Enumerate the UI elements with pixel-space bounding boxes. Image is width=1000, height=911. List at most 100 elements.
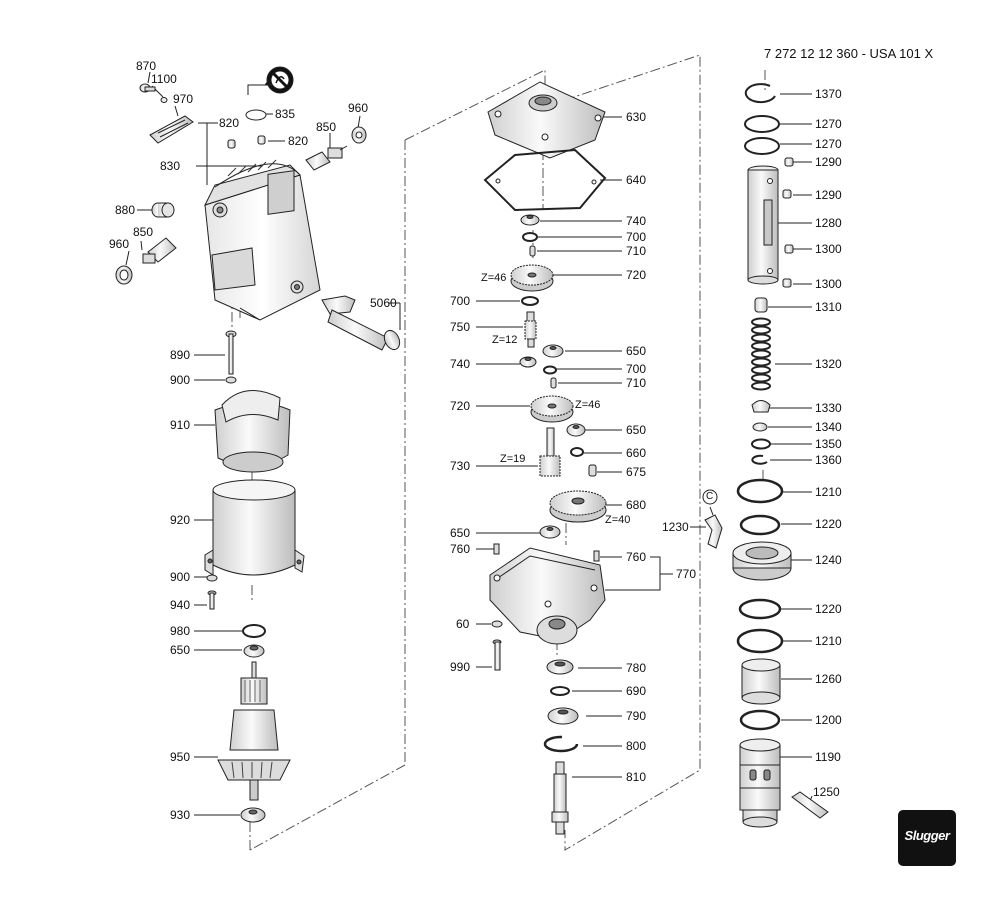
part-label-900: 900 <box>170 570 191 584</box>
part-710-key <box>529 245 536 257</box>
part-label-1340: 1340 <box>815 420 842 434</box>
part-650-bearing <box>566 423 586 437</box>
no-touch-symbol-icon <box>266 66 294 94</box>
part-1310-piston <box>754 297 768 313</box>
part-1100-washer <box>160 97 168 103</box>
part-label-760: 760 <box>450 542 471 556</box>
part-1210-o-ring <box>736 478 784 504</box>
part-label-650: 650 <box>626 423 647 437</box>
part-label-60: 60 <box>456 617 470 631</box>
part-1330-striker <box>751 400 771 413</box>
assembly-frame-lines <box>231 54 766 851</box>
part-1230-grease-nipple <box>704 514 723 549</box>
part-label-830: 830 <box>160 159 181 173</box>
part-label-960: 960 <box>109 237 130 251</box>
motor-housing <box>204 159 321 321</box>
part-640-gasket <box>483 148 607 212</box>
part-820-cap <box>227 139 236 149</box>
part-850-carbon-brush <box>305 145 348 171</box>
part-940-screw <box>207 590 217 610</box>
part-label-980: 980 <box>170 624 191 638</box>
part-label-1200: 1200 <box>815 713 842 727</box>
part-label-900: 900 <box>170 373 191 387</box>
part-label-690: 690 <box>626 684 647 698</box>
part-label-890: 890 <box>170 348 191 362</box>
part-1200-o-ring <box>739 709 781 731</box>
part-label-650: 650 <box>170 643 191 657</box>
brand-logo: Slugger <box>898 810 956 866</box>
part-label-700: 700 <box>626 230 647 244</box>
part-label-910: 910 <box>170 418 191 432</box>
part-760-pin <box>593 550 600 562</box>
part-label-1210: 1210 <box>815 634 842 648</box>
part-label-770: 770 <box>676 567 697 581</box>
part-760-pin <box>493 543 500 555</box>
part-730-shaft <box>539 427 561 477</box>
part-1190-tool-holder <box>739 738 781 828</box>
document-reference: 7 272 12 12 360 - USA 101 X <box>764 46 934 61</box>
gear-teeth-label: Z=46 <box>575 399 601 411</box>
part-1290-set-screw <box>782 189 792 199</box>
part-750-pinion-shaft <box>524 311 537 348</box>
part-label-1370: 1370 <box>815 87 842 101</box>
part-650-bearing <box>243 644 265 658</box>
part-label-1230: 1230 <box>662 520 689 534</box>
gearbox-group <box>483 81 607 835</box>
part-label-1240: 1240 <box>815 553 842 567</box>
part-label-850: 850 <box>133 225 154 239</box>
part-label-650: 650 <box>626 344 647 358</box>
part-label-1190: 1190 <box>815 750 841 764</box>
part-label-950: 950 <box>170 750 191 764</box>
part-label-760: 760 <box>626 550 647 564</box>
part-740-bearing <box>519 356 537 368</box>
part-900-washer <box>206 574 218 582</box>
part-680-gear <box>549 490 607 523</box>
part-label-1290: 1290 <box>815 188 842 202</box>
part-700-ring <box>521 296 539 306</box>
brand-logo-text: Slugger <box>904 828 950 843</box>
part-835-washer <box>245 109 267 121</box>
part-710-key <box>550 377 557 389</box>
part-label-820: 820 <box>219 116 240 130</box>
part-label-1300: 1300 <box>815 242 842 256</box>
part-1270-o-ring <box>744 115 780 133</box>
part-920-stator-housing <box>204 479 305 576</box>
part-label-660: 660 <box>626 446 647 460</box>
part-label-1100: 1100 <box>151 72 177 86</box>
part-650-bearing <box>539 525 561 539</box>
part-630-gear-housing-cover <box>487 81 606 159</box>
part-990-screw <box>492 639 502 671</box>
part-label-820: 820 <box>288 134 309 148</box>
part-690-ring <box>550 686 570 696</box>
part-1300-set-screw <box>782 278 792 288</box>
part-label-835: 835 <box>275 107 296 121</box>
part-790-bearing <box>547 707 579 725</box>
part-950-armature <box>217 661 291 801</box>
part-label-700: 700 <box>450 294 471 308</box>
part-960-brush-cap <box>115 265 133 285</box>
part-label-1350: 1350 <box>815 437 842 451</box>
part-label-740: 740 <box>450 357 471 371</box>
part-870-screw <box>139 83 156 93</box>
part-970-cord-guard <box>149 115 194 144</box>
part-label-730: 730 <box>450 459 471 473</box>
part-label-880: 880 <box>115 203 136 217</box>
part-660-ring <box>570 447 584 457</box>
part-label-740: 740 <box>626 214 647 228</box>
part-1340-ring <box>752 422 768 432</box>
part-label-1210: 1210 <box>815 485 842 499</box>
part-910-fan-cover <box>214 389 291 473</box>
part-label-1270: 1270 <box>815 137 842 151</box>
part-720-gear <box>530 395 574 423</box>
part-label-970: 970 <box>173 92 194 106</box>
part-label-710: 710 <box>626 376 647 390</box>
part-label-790: 790 <box>626 709 647 723</box>
part-60-washer <box>491 620 503 628</box>
part-1270-o-ring <box>744 137 780 155</box>
part-5060-side-handle <box>321 295 401 351</box>
part-label-990: 990 <box>450 660 471 674</box>
part-800-circlip <box>543 735 579 753</box>
part-label-1260: 1260 <box>815 672 842 686</box>
part-label-5060: 5060 <box>370 296 397 310</box>
part-890-bolt <box>225 330 237 375</box>
